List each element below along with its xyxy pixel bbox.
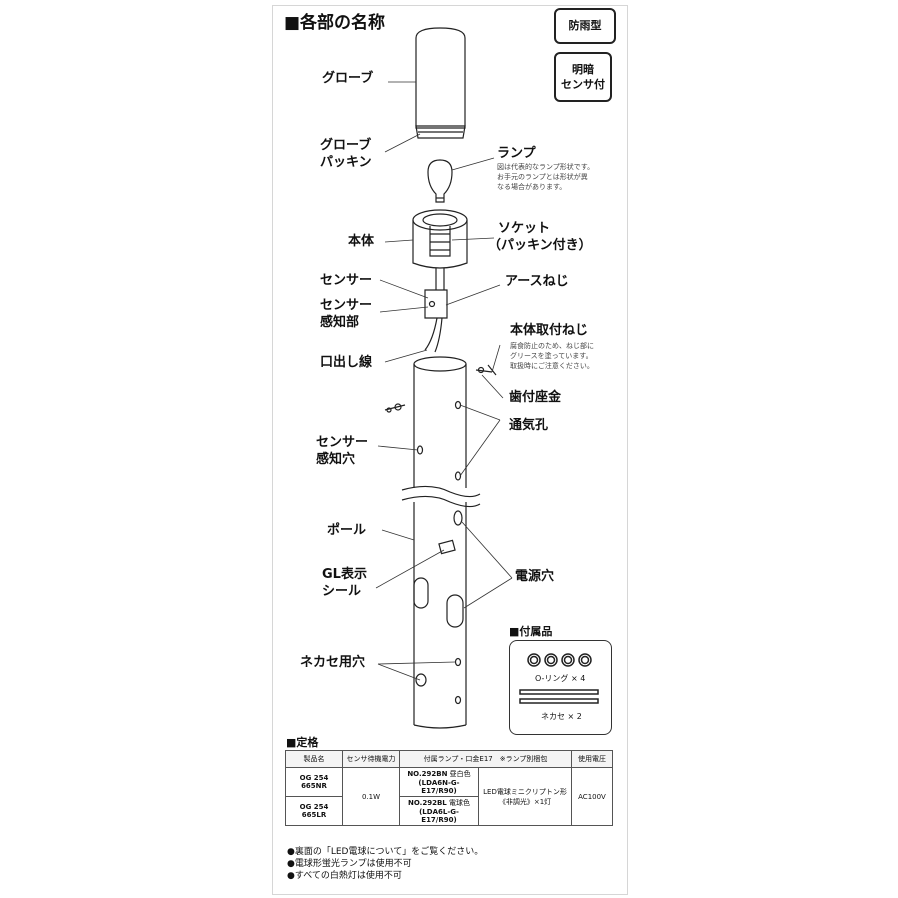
label-body-screw: 本体取付ねじ (510, 323, 589, 338)
note-item: ●すべての白熱灯は使用不可 (287, 871, 402, 881)
spec-product: OG 254 665LR (285, 796, 343, 826)
oring-1 (527, 653, 541, 667)
nut-hole-left (415, 673, 427, 687)
nekase-2 (519, 698, 599, 704)
globe-base (415, 125, 466, 139)
oring-4 (578, 653, 592, 667)
note-item: ●電球形蛍光ランプは使用不可 (287, 859, 412, 869)
label-earth-screw: アースねじ (505, 274, 569, 289)
accessories-title: ■付属品 (509, 625, 553, 638)
body-shape (412, 220, 468, 269)
screw-note-2: グリースを塗っています。 (510, 352, 593, 360)
nut-hole-right (454, 657, 462, 667)
label-body: 本体 (348, 234, 375, 249)
nekase-1 (519, 689, 599, 695)
lamp-note-2: お手元のランプとは形状が異 (497, 173, 588, 181)
label-toothed-washer: 歯付座金 (509, 390, 562, 405)
spec-header-product: 製品名 (285, 750, 343, 768)
notes-list: ●裏面の「LED電球について」をご覧ください。 ●電球形蛍光ランプは使用不可 ●… (287, 846, 483, 882)
spec-lamp-code: (LDA6N-G-E17/R90) (418, 779, 460, 795)
label-globe-packing-1: グローブ (320, 138, 372, 153)
sensor-block (424, 289, 448, 319)
lamp-note-3: なる場合があります。 (497, 183, 567, 191)
vent-hole-bottom (454, 471, 462, 481)
spec-product: OG 254 665NR (285, 767, 343, 797)
globe-shape (415, 27, 466, 129)
power-hole-right (446, 594, 464, 628)
label-sensor-hole-2: 感知穴 (316, 452, 356, 467)
spec-header-row: 製品名 センサ待機電力 付属ランプ・口金E17 ※ランプ別梱包 使用電圧 (285, 750, 613, 768)
pole-lower (413, 502, 467, 725)
note-item: ●裏面の「LED電球について」をご覧ください。 (287, 847, 484, 857)
rainproof-badge: 防雨型 (554, 8, 616, 44)
spec-lamp-type-2: 《非調光》×1灯 (498, 797, 552, 806)
pole-break-2 (401, 495, 481, 508)
oring-label: O-リング × 4 (535, 674, 586, 683)
socket-shape (429, 226, 451, 257)
spec-lamp-type-1: LED電球ミニクリプトン形 (483, 787, 567, 796)
spec-lamp-code: (LDA6L-G-E17/R90) (419, 808, 459, 824)
spec-lamp-color: 電球色 (448, 799, 470, 807)
label-sensor-hole-1: センサー (316, 435, 369, 450)
spec-header-lamp: 付属ランプ・口金E17 ※ランプ別梱包 (399, 750, 572, 768)
spec-lamp-cell: NO.292BL 電球色 (LDA6L-G-E17/R90) (399, 796, 479, 826)
spec-standby-power: 0.1W (342, 767, 400, 826)
spec-header-voltage: 使用電圧 (571, 750, 613, 768)
lead-wire-2 (434, 317, 443, 353)
sensor-eye (428, 300, 436, 308)
spec-voltage: AC100V (571, 767, 613, 826)
sensor-badge: 明暗 センサ付 (554, 52, 612, 102)
label-lead-wire: 口出し線 (320, 355, 373, 370)
spec-row: OG 254 665NR 0.1W NO.292BN 昼白色 (LDA6N-G-… (285, 767, 613, 826)
label-lamp: ランプ (497, 146, 536, 161)
spec-lamp-cell: NO.292BN 昼白色 (LDA6N-G-E17/R90) (399, 767, 479, 797)
spec-row: OG 254 665LR NO.292BL 電球色 (LDA6L-G-E17/R… (285, 796, 613, 826)
spec-table: 製品名 センサ待機電力 付属ランプ・口金E17 ※ランプ別梱包 使用電圧 OG … (285, 750, 613, 826)
spec-title: ■定格 (286, 736, 319, 749)
pole-break-1 (401, 485, 481, 498)
spec-header-power: センサ待機電力 (342, 750, 400, 768)
gl-seal (438, 539, 456, 555)
label-sensor-part-1: センサー (320, 298, 373, 313)
label-power-hole: 電源穴 (515, 569, 555, 584)
lead-wire-1 (424, 317, 438, 351)
screw-note-3: 取扱時にご注意ください。 (510, 362, 594, 370)
page-title: ■各部の名称 (284, 13, 386, 33)
label-socket-2: （パッキン付き） (488, 238, 592, 253)
document-frame (272, 5, 628, 895)
lamp-shape (427, 159, 453, 203)
power-hole-left (413, 577, 429, 609)
oring-2 (544, 653, 558, 667)
label-pole: ポール (327, 523, 367, 538)
oring-3 (561, 653, 575, 667)
label-gl-seal-2: シール (322, 584, 362, 599)
label-globe-packing-2: パッキン (320, 155, 372, 170)
spec-lamp-color: 昼白色 (449, 770, 471, 778)
spec-lamp-type: LED電球ミニクリプトン形 《非調光》×1灯 (478, 767, 572, 826)
spec-lamp-no: NO.292BL (408, 799, 447, 807)
label-sensor: センサー (320, 273, 373, 288)
label-nut-hole: ネカセ用穴 (300, 655, 366, 670)
label-socket-1: ソケット (498, 221, 551, 236)
label-globe: グローブ (322, 71, 374, 86)
screw-note-1: 腐食防止のため、ねじ部に (510, 342, 594, 350)
lamp-note-1: 図は代表的なランプ形状です。 (497, 163, 595, 171)
power-hole-top (453, 510, 463, 526)
accessories-box (509, 640, 612, 735)
spec-lamp-no: NO.292BN (407, 770, 448, 778)
label-vent-hole: 通気孔 (509, 418, 549, 433)
label-sensor-part-2: 感知部 (320, 315, 360, 330)
pole-bottom (413, 724, 467, 729)
nekase-label: ネカセ × 2 (541, 712, 582, 721)
label-gl-seal-1: GL表示 (322, 567, 367, 582)
